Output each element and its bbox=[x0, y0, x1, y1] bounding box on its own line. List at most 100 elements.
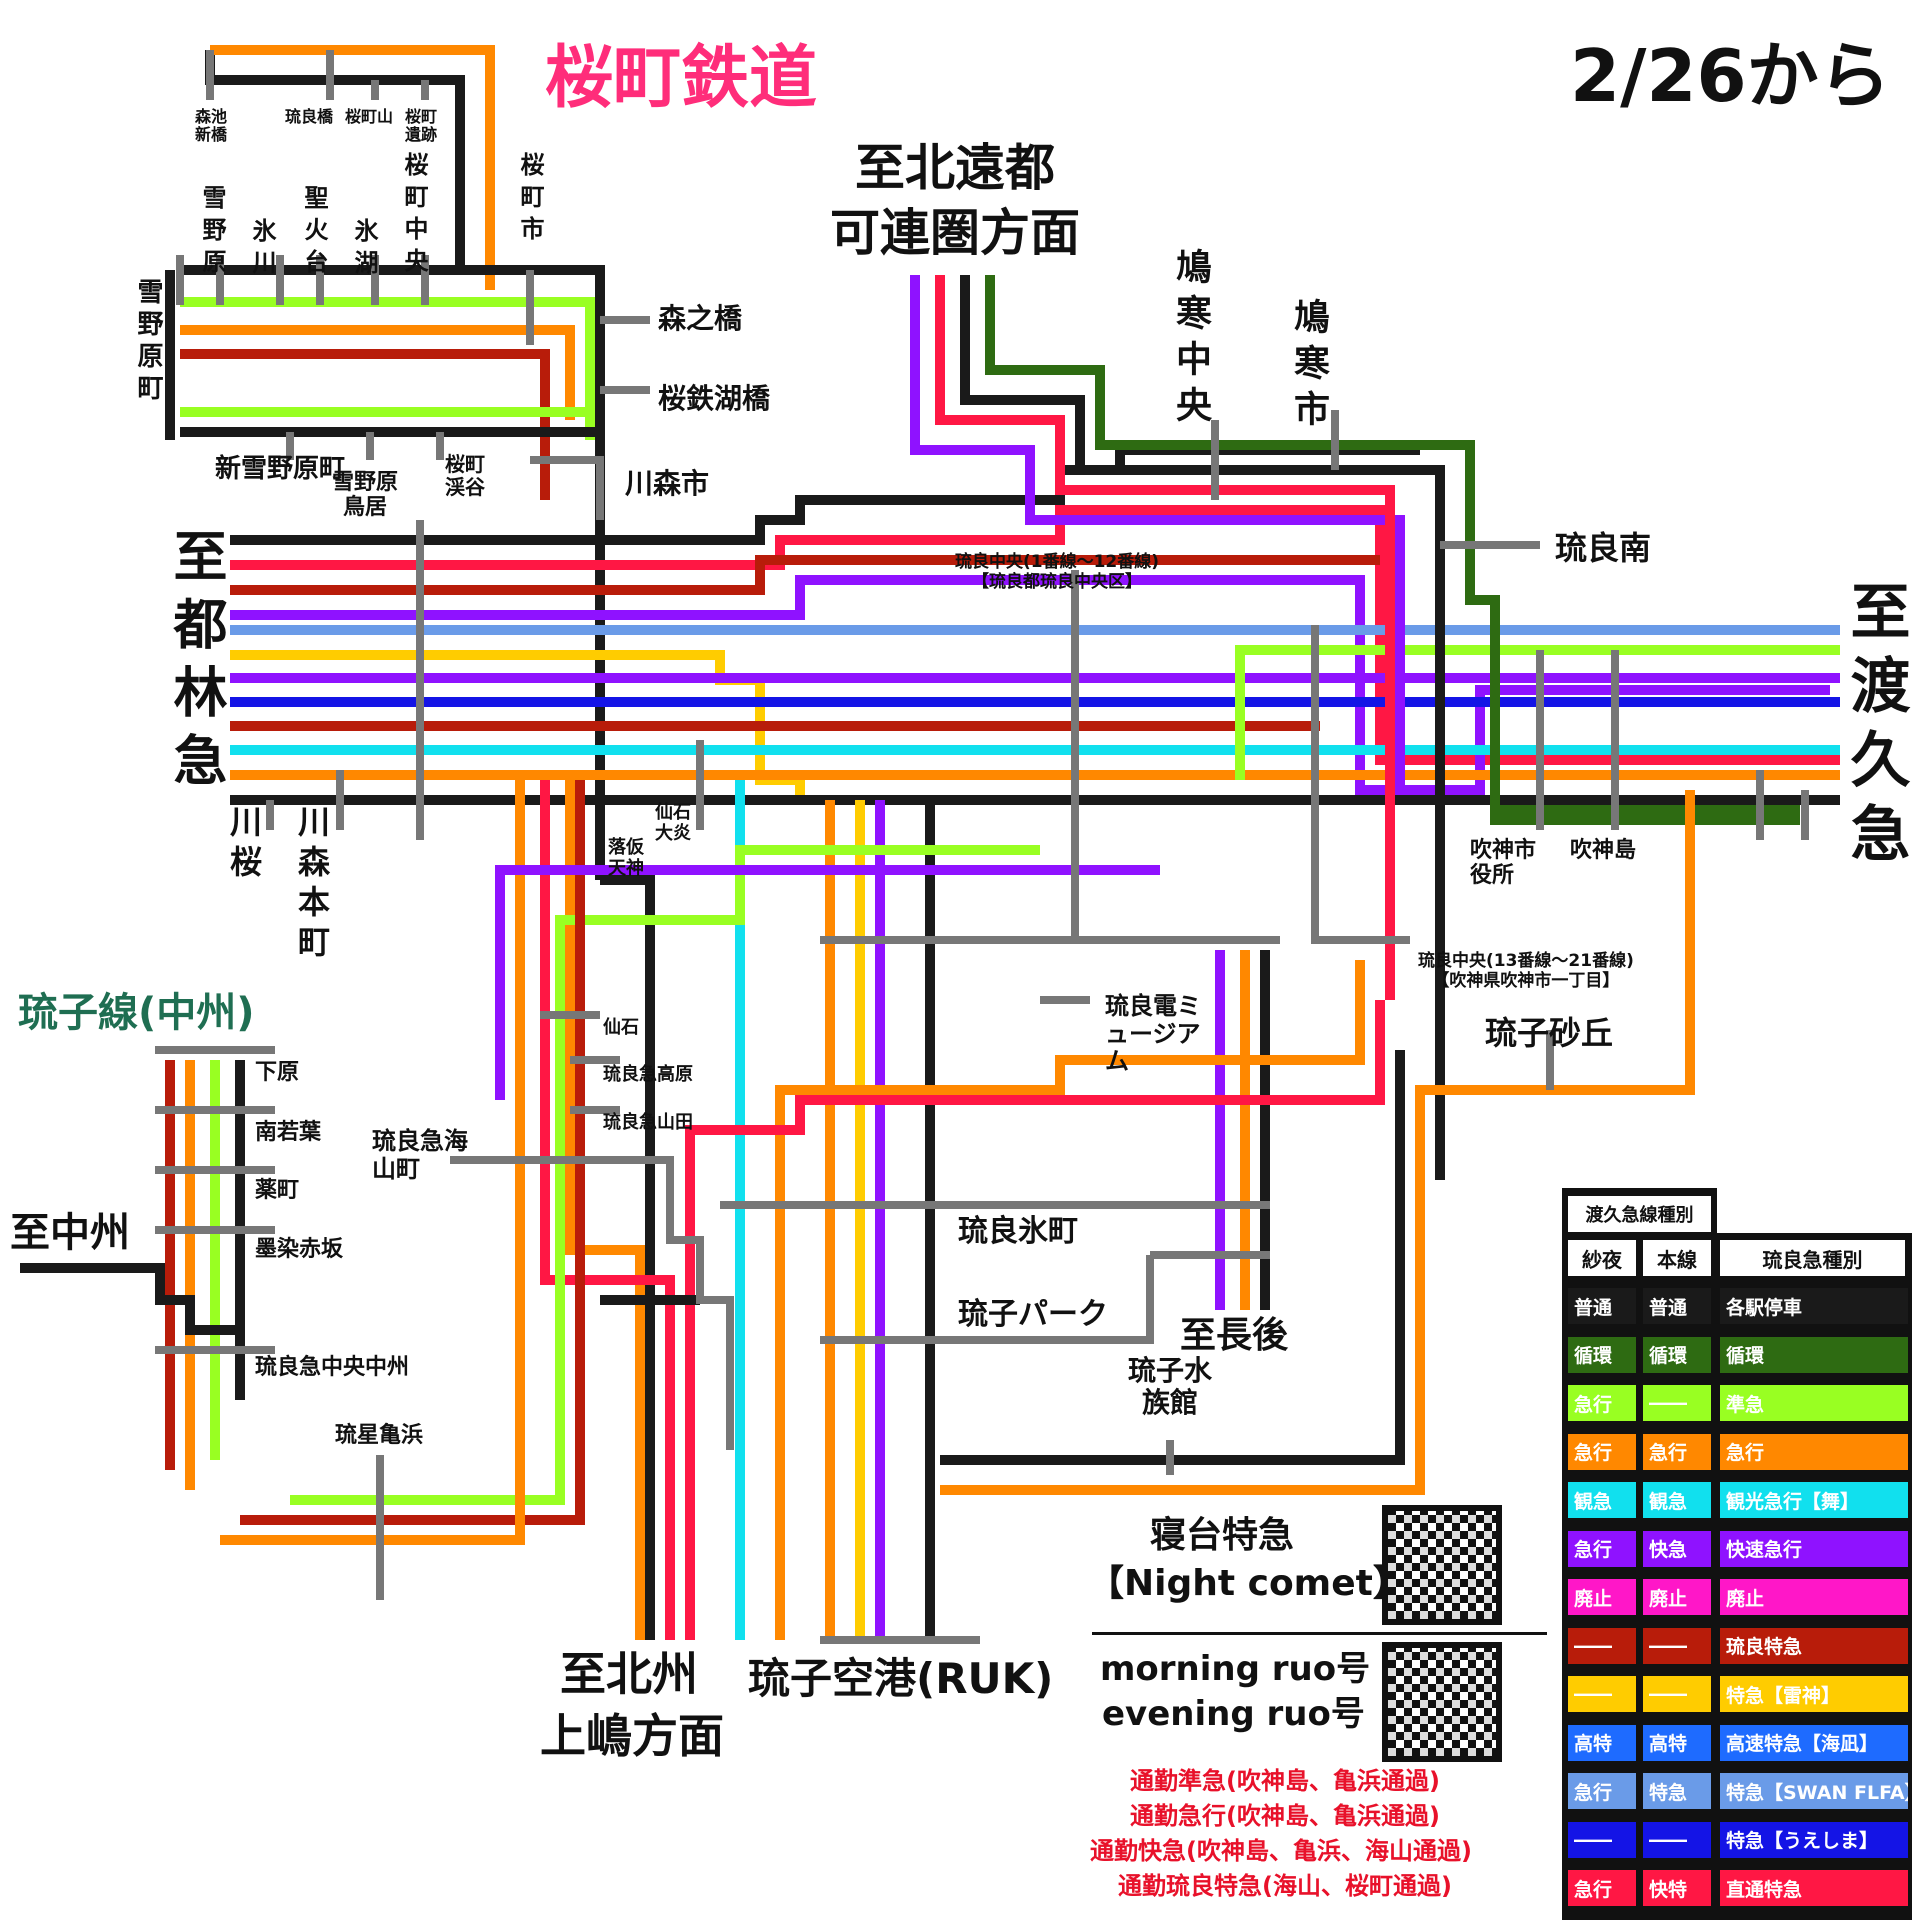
station-sakuramachi-keikoku: 桜町渓谷 bbox=[445, 452, 485, 499]
line-express bbox=[210, 45, 495, 290]
legend-cell: 準急 bbox=[1720, 1385, 1908, 1421]
station-kusurimachi: 薬町 bbox=[255, 1178, 300, 1203]
station-bar bbox=[540, 1011, 620, 1114]
direction-choshu: 至中州 bbox=[10, 1210, 130, 1256]
legend-cell: 廃止 bbox=[1720, 1579, 1908, 1615]
effective-date: 2/26から bbox=[1570, 34, 1891, 118]
direction-west: 至都林急 bbox=[164, 528, 227, 800]
line-local bbox=[940, 1050, 1405, 1465]
legend-cell: 普通 bbox=[1568, 1288, 1636, 1324]
line-direct bbox=[935, 275, 1395, 1000]
legend-cell: 観光急行【舞】 bbox=[1720, 1482, 1908, 1518]
station-moriike-shinbashi: 森池新橋 bbox=[195, 107, 228, 145]
legend-cell: 琉良特急 bbox=[1720, 1627, 1908, 1664]
station-sakuramachi-chuo: 桜町中央 bbox=[400, 152, 428, 280]
station-ryuko-park: 琉子パーク bbox=[958, 1297, 1108, 1332]
legend-cell: ―― bbox=[1643, 1676, 1711, 1712]
sleeper-express-title: 寝台特急 bbox=[1150, 1515, 1295, 1556]
line-express bbox=[180, 325, 575, 420]
station-bar bbox=[1211, 410, 1540, 549]
station-ryora-minami: 琉良南 bbox=[1555, 529, 1652, 567]
line-local bbox=[180, 265, 605, 880]
legend-cell: 特急【うえしま】 bbox=[1720, 1821, 1908, 1858]
airport-label: 琉子空港(RUK) bbox=[748, 1654, 1054, 1703]
station-sakuramachi-iseki: 桜町遺跡 bbox=[405, 107, 438, 145]
station-ryora-chuo-2: 琉良中央(13番線～21番線)【吹神県吹神市一丁目】 bbox=[1418, 951, 1634, 991]
station-fukigami-shiyakusho: 吹神市役所 bbox=[1470, 838, 1537, 889]
legend-cell: 高速特急【海凪】 bbox=[1720, 1724, 1908, 1761]
line-ryora-ltd bbox=[240, 780, 585, 1525]
legend-cell: 高特 bbox=[1568, 1724, 1636, 1761]
legend-header-ryorakyu: 琉良急種別 bbox=[1720, 1240, 1905, 1276]
legend-cell: 観急 bbox=[1643, 1482, 1711, 1518]
line-loop bbox=[985, 275, 1800, 815]
legend-cell: 快急 bbox=[1643, 1530, 1711, 1567]
station-bar bbox=[416, 456, 604, 840]
station-yukinohara-machi: 雪野原町 bbox=[133, 278, 163, 406]
legend-cell: 特急【SWAN FLFA】 bbox=[1720, 1773, 1908, 1809]
station-hikawa: 氷川 bbox=[248, 218, 276, 282]
commuter-note: 通勤準急(吹神島、亀浜通過) bbox=[1130, 1767, 1440, 1795]
divider bbox=[1092, 1632, 1547, 1635]
station-bar bbox=[206, 50, 429, 100]
line-direct bbox=[540, 780, 675, 1640]
station-sakuramachi-shi: 桜町市 bbox=[516, 152, 544, 248]
station-kawazakura: 川桜 bbox=[225, 805, 263, 885]
station-sakuramachi-yama: 桜町山 bbox=[345, 107, 394, 126]
line-rapid-express bbox=[910, 275, 1405, 790]
legend-header-honsen: 本線 bbox=[1643, 1240, 1711, 1276]
station-kyukan-chuo: 鳩寒中央 bbox=[1170, 248, 1211, 432]
legend-cell: ―― bbox=[1568, 1821, 1636, 1858]
station-bar bbox=[176, 255, 429, 305]
legend-cell: ―― bbox=[1643, 1627, 1711, 1664]
qr-code-icon[interactable] bbox=[1382, 1642, 1502, 1762]
legend-cell: ―― bbox=[1643, 1821, 1711, 1858]
legend-cell: 廃止 bbox=[1568, 1579, 1636, 1615]
ryuko-line-title: 琉子線(中州) bbox=[18, 990, 255, 1036]
direction-nagago: 至長後 bbox=[1180, 1315, 1289, 1356]
qr-code-icon[interactable] bbox=[1382, 1505, 1502, 1625]
station-ryoraden-museum: 琉良電ミュージアム bbox=[1105, 992, 1201, 1076]
station-bar bbox=[155, 1046, 275, 1354]
station-seikadai: 聖火台 bbox=[300, 185, 328, 281]
legend-cell: 急行 bbox=[1568, 1433, 1636, 1470]
legend-cell: 特急【雷神】 bbox=[1720, 1676, 1908, 1712]
station-kawamori-shi: 川森市 bbox=[625, 467, 710, 500]
direction-south-line1: 至北州 bbox=[560, 1647, 698, 1701]
commuter-note: 通勤快急(吹神島、亀浜、海山通過) bbox=[1090, 1837, 1472, 1865]
company-title: 桜町鉄道 bbox=[545, 39, 818, 118]
station-yukinohara: 雪野原 bbox=[198, 185, 226, 281]
direction-south-line2: 上嶋方面 bbox=[540, 1709, 724, 1763]
line-express bbox=[775, 960, 1365, 1640]
station-bar bbox=[600, 316, 650, 394]
station-bar bbox=[450, 1156, 734, 1450]
station-ryuko-suizokukan: 琉子水族館 bbox=[1127, 1354, 1212, 1420]
station-morinohashi: 森之橋 bbox=[658, 302, 743, 335]
station-shin-yukinohara-machi: 新雪野原町 bbox=[215, 454, 346, 484]
legend-cell: 特急 bbox=[1643, 1773, 1711, 1809]
station-kawamori-honmachi: 川森本町 bbox=[293, 805, 331, 965]
line-ryora-ltd bbox=[230, 555, 1380, 595]
legend-cell: 快速急行 bbox=[1720, 1530, 1908, 1567]
station-ryorakyu-miyamacho: 琉良急海山町 bbox=[372, 1127, 468, 1183]
station-bar bbox=[820, 1251, 1270, 1344]
legend-cell: 急行 bbox=[1568, 1870, 1636, 1906]
legend-cell: 直通特急 bbox=[1720, 1870, 1908, 1906]
service-legend: 渡久急線種別 紗夜 本線 琉良急種別 普通普通各駅停車循環循環循環急行――準急急… bbox=[1562, 1188, 1912, 1920]
station-ryorakyu-kogen: 琉良急高原 bbox=[603, 1064, 693, 1085]
legend-cell: 急行 bbox=[1568, 1530, 1636, 1567]
line-express bbox=[220, 780, 525, 1545]
station-rakka-tenjin: 落仮天神 bbox=[608, 837, 644, 879]
legend-cell: 観急 bbox=[1568, 1482, 1636, 1518]
station-ryorakyu-chuo-chushu: 琉良急中央中州 bbox=[255, 1355, 410, 1380]
station-kyukan-shi: 鳩寒市 bbox=[1288, 298, 1329, 436]
station-senseki: 仙石 bbox=[603, 1017, 639, 1038]
legend-cell: 循環 bbox=[1643, 1336, 1711, 1373]
line-direct bbox=[685, 1000, 1385, 1640]
legend-cell: ―― bbox=[1568, 1676, 1636, 1712]
direction-east: 至渡久急 bbox=[1840, 580, 1910, 876]
legend-cell: ―― bbox=[1643, 1385, 1711, 1421]
station-fukigami-jima: 吹神島 bbox=[1570, 838, 1637, 863]
station-yukinohara-torii: 雪野原鳥居 bbox=[331, 470, 398, 521]
